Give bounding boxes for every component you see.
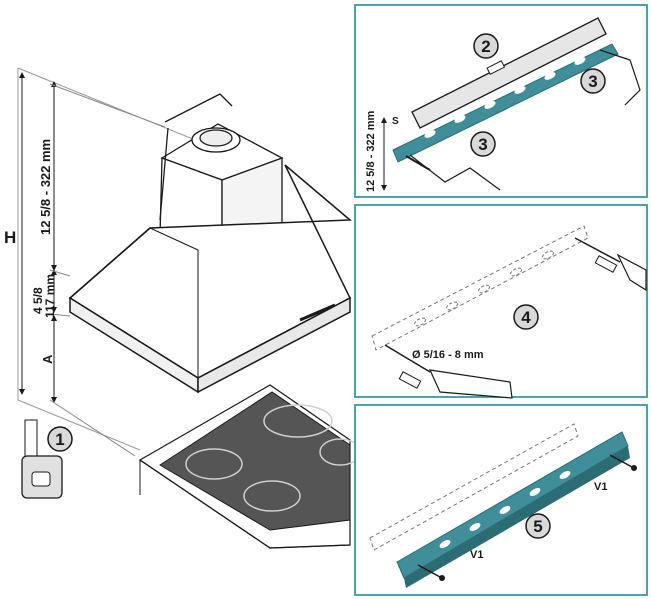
screw-label-right: V1 (594, 481, 607, 493)
svg-text:1: 1 (55, 430, 64, 449)
dimension-upper-label: 12 5/8 - 322 mm (38, 139, 53, 235)
step-badge-3-mark: 3 (470, 131, 496, 157)
cooktop (138, 384, 361, 549)
hand-right-outline (599, 49, 641, 106)
step-badge-1: 1 (47, 426, 73, 452)
bracket-slots (439, 471, 571, 548)
spirit-level (411, 17, 607, 129)
panel-top-level-marking: 12 5/8 - 322 mm S 2 3 3 (354, 4, 648, 198)
screw-label-left: V1 (470, 549, 483, 561)
dimension-middle-imperial: 4 5/8 (31, 287, 45, 314)
burner-ring (263, 404, 333, 438)
panel-top-dimension-label: 12 5/8 - 322 mm (365, 110, 377, 192)
bracket-flange (404, 446, 630, 588)
drill-right (574, 237, 647, 292)
dimension-lines (19, 72, 166, 457)
step-badge-3-right: 3 (580, 68, 606, 94)
svg-text:3: 3 (478, 135, 487, 154)
hood-canopy (68, 164, 352, 394)
mark-label: S (392, 116, 399, 127)
main-view: H 12 5/8 - 322 mm 4 5/8 117 mm A (4, 67, 361, 549)
svg-text:5: 5 (533, 517, 542, 536)
tape-measure-icon (21, 419, 63, 499)
pencil-icon (405, 155, 431, 171)
step-badge-4: 4 (513, 304, 539, 330)
burner-ring (185, 448, 243, 480)
floor-line (17, 399, 141, 451)
dimension-middle-metric: 117 mm (43, 274, 57, 318)
bracket-outline-dashed (369, 423, 579, 551)
dashed-slots (413, 250, 555, 327)
dimension-lower-label: A (40, 354, 55, 364)
height-label: H (4, 228, 16, 247)
drill-left (384, 344, 513, 399)
wall-bracket-top (392, 43, 619, 163)
panel-bottom-fixing: V1 V1 5 (354, 404, 648, 596)
svg-text:2: 2 (481, 37, 490, 56)
drill-size-label: Ø 5/16 - 8 mm (412, 349, 484, 361)
panel-middle-frame (354, 204, 648, 398)
screw-right-icon (609, 454, 637, 471)
step-badge-5: 5 (525, 513, 551, 539)
panel-middle-drilling: Ø 5/16 - 8 mm 4 (354, 204, 648, 399)
screw-left-icon (417, 564, 445, 581)
bracket-slots (424, 57, 586, 138)
hood-chimney-unit (159, 93, 284, 259)
svg-text:3: 3 (588, 72, 597, 91)
burner-ring (243, 480, 301, 512)
svg-text:4: 4 (521, 308, 531, 327)
step-badge-2: 2 (473, 33, 499, 59)
